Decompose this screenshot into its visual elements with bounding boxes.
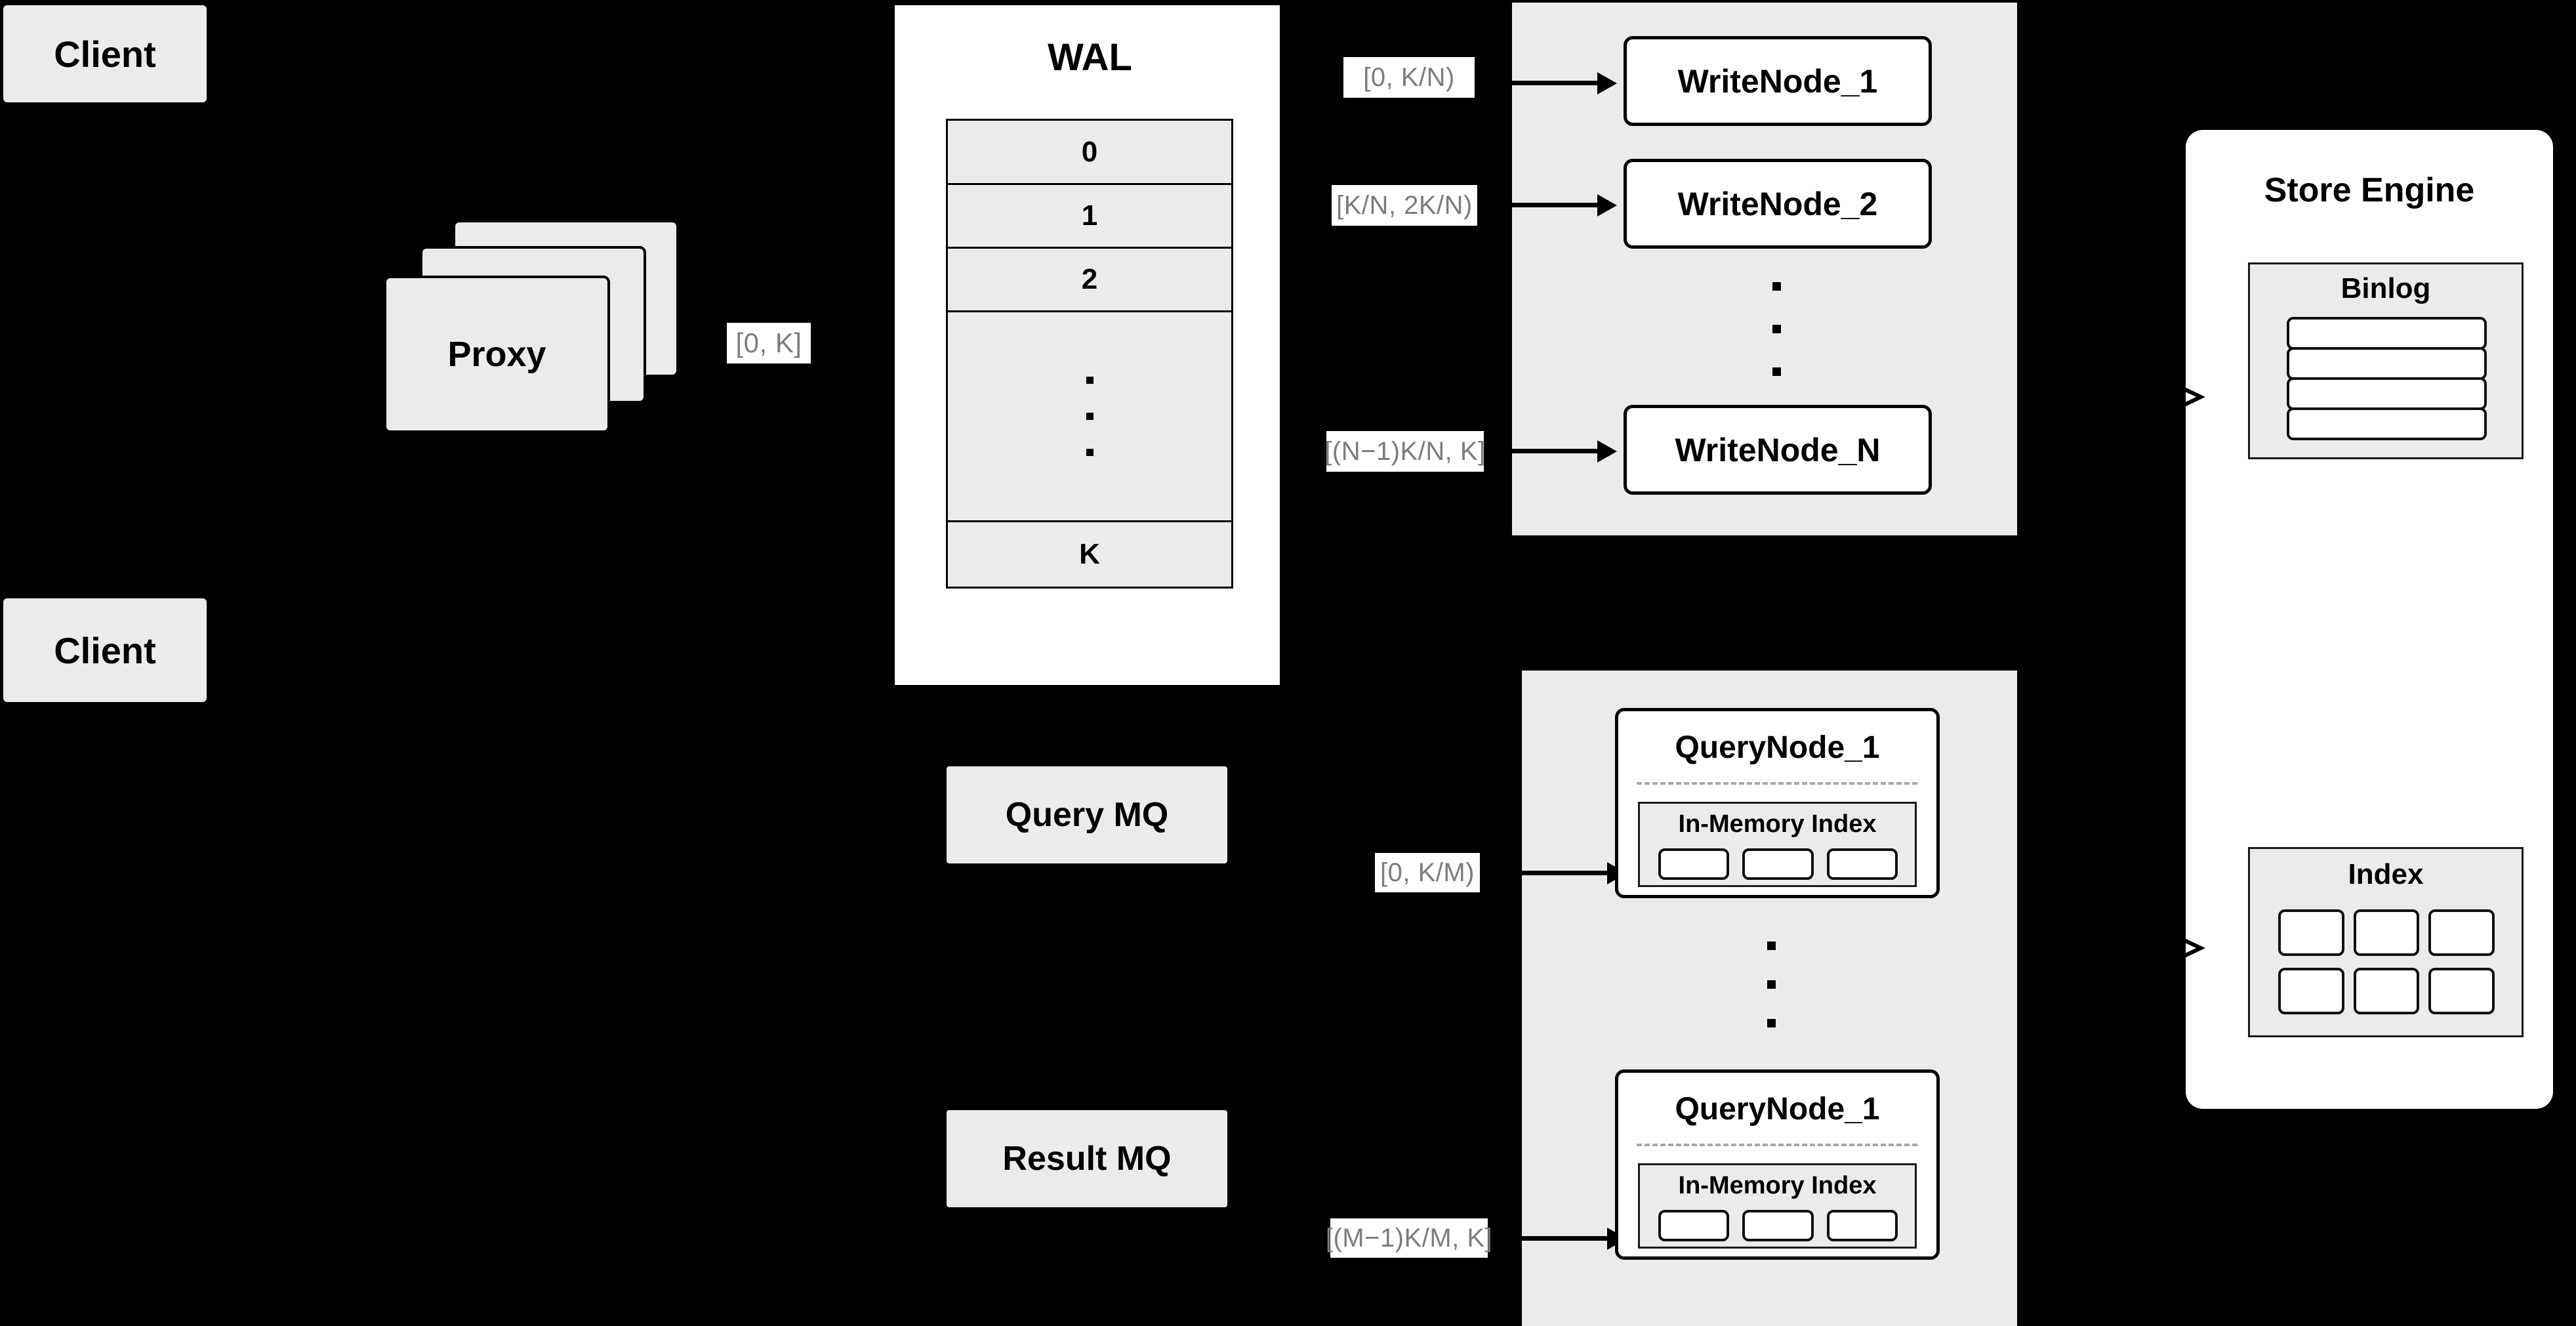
wal-row[interactable]: 2 [946,249,1233,312]
query-node-1-divider [1637,782,1917,785]
query-node-1-range-label: [0, K/M) [1375,853,1480,892]
query-mq-box[interactable]: Query MQ [947,766,1227,863]
ellipsis-dot [1772,325,1781,333]
query-node-1-in-memory-index: In-Memory Index [1638,802,1917,887]
result-mq-label: Result MQ [1002,1140,1172,1178]
write-node-1[interactable]: WriteNode_1 [1624,36,1932,126]
in-memory-index-cells [1658,848,1898,880]
client-label-1: Client [54,33,156,75]
write-node-2-range-label: [K/N, 2K/N) [1332,185,1477,226]
query-node-2-title: QueryNode_1 [1675,1092,1880,1127]
write-node-1-range-label: [0, K/N) [1343,57,1475,98]
in-memory-index-cell[interactable] [1742,848,1814,880]
binlog-row[interactable] [2287,347,2487,380]
wal-container: WAL 0 1 2 K [892,3,1282,688]
index-grid [2278,909,2495,1014]
write-node-2[interactable]: WriteNode_2 [1624,159,1932,249]
wal-title: WAL [1048,36,1132,79]
ellipsis-dot [1767,942,1776,950]
ellipsis-dot [1086,413,1094,420]
write-node-n-arrow-head [1597,440,1617,463]
binlog-row[interactable] [2287,317,2487,350]
binlog-row[interactable] [2287,407,2487,440]
index-cell[interactable] [2428,909,2495,956]
query-node-1-title: QueryNode_1 [1675,730,1880,765]
query-mq-label: Query MQ [1005,796,1169,834]
index-cell[interactable] [2278,968,2344,1014]
store-engine-container: Store Engine Binlog Index [2186,130,2553,1109]
wal-row[interactable]: 1 [946,185,1233,249]
proxy-label: Proxy [447,335,546,374]
index-cell[interactable] [2353,909,2420,956]
write-cluster-ellipsis [1771,282,1782,413]
in-memory-index-cell[interactable] [1658,848,1730,880]
query-node-2[interactable]: QueryNode_1 In-Memory Index [1615,1069,1940,1260]
index-container: Index [2248,847,2524,1037]
in-memory-index-cell[interactable] [1742,1210,1814,1241]
result-mq-box[interactable]: Result MQ [947,1110,1227,1207]
query-node-2-divider [1637,1144,1917,1146]
index-cell[interactable] [2353,968,2420,1014]
ellipsis-dot [1086,377,1094,384]
ellipsis-dot [1767,1019,1776,1027]
store-engine-title: Store Engine [2264,171,2475,209]
binlog-open-arrow [2135,377,2207,417]
in-memory-index-title: In-Memory Index [1678,1172,1877,1199]
write-node-n[interactable]: WriteNode_N [1624,405,1932,495]
query-cluster-ellipsis [1766,942,1776,1060]
write-node-1-arrow-head [1597,72,1617,94]
ellipsis-dot [1086,449,1094,456]
index-title: Index [2348,858,2424,890]
in-memory-index-cell[interactable] [1826,848,1898,880]
proxy-box[interactable]: Proxy [384,276,610,433]
index-open-arrow [2135,928,2207,968]
query-node-1-arrow-line [1522,871,1610,875]
binlog-rows [2287,317,2487,440]
write-node-2-arrow-head [1597,194,1617,217]
wal-row-list: 0 1 2 K [946,119,1233,637]
query-node-2-arrow-line [1522,1236,1610,1241]
binlog-row[interactable] [2287,377,2487,410]
index-cell[interactable] [2428,968,2495,1014]
in-memory-index-cell[interactable] [1658,1210,1730,1241]
write-node-n-arrow-line [1512,449,1601,453]
query-node-2-range-label: [(M−1)K/M, K] [1326,1218,1492,1258]
query-node-1[interactable]: QueryNode_1 In-Memory Index [1615,708,1940,898]
index-cell[interactable] [2278,909,2344,956]
ellipsis-dot [1772,282,1781,291]
wal-row[interactable]: 0 [946,119,1233,185]
query-node-2-in-memory-index: In-Memory Index [1638,1163,1917,1249]
in-memory-index-cell[interactable] [1826,1210,1898,1241]
client-label-2: Client [54,629,156,671]
write-node-2-arrow-line [1512,203,1601,207]
binlog-container: Binlog [2248,262,2524,459]
client-box-1[interactable]: Client [3,5,207,102]
in-memory-index-title: In-Memory Index [1678,810,1877,838]
ellipsis-dot [1772,367,1781,376]
proxy-range-label: [0, K] [727,323,811,363]
ellipsis-dot [1767,980,1776,989]
client-box-2[interactable]: Client [3,598,207,702]
write-node-n-range-label: [(N−1)K/N, K] [1324,431,1485,472]
wal-row-ellipsis [946,312,1233,522]
in-memory-index-cells [1658,1210,1898,1241]
binlog-title: Binlog [2341,272,2431,304]
wal-row[interactable]: K [946,522,1233,589]
write-node-1-arrow-line [1512,81,1601,85]
